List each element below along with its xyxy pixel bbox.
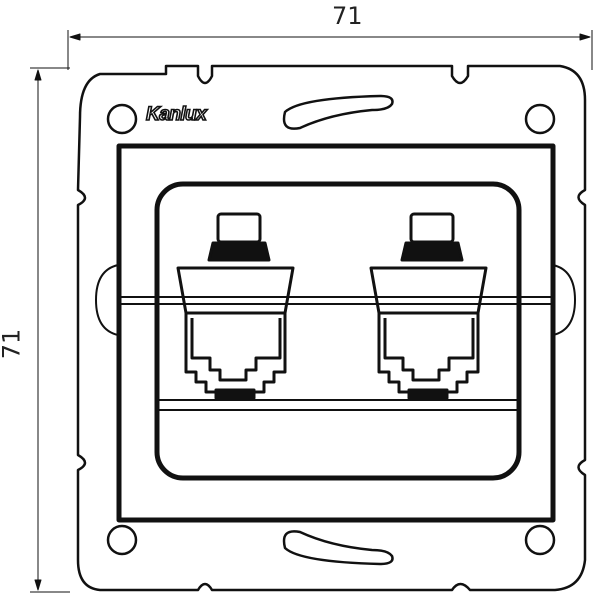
width-dimension-label: 71 — [332, 2, 363, 30]
top-slot — [282, 94, 394, 130]
left-clip — [95, 264, 119, 336]
mounting-plate — [76, 64, 587, 592]
rj45-jack-left — [176, 212, 295, 400]
screw-holes — [106, 103, 556, 556]
dimension-width — [67, 30, 593, 70]
height-dimension-label: 71 — [0, 328, 26, 360]
inner-cover — [154, 181, 522, 481]
outer-frame — [116, 143, 556, 523]
dimension-height — [30, 67, 70, 593]
right-clip — [552, 264, 576, 336]
rj45-jack-right — [369, 212, 488, 400]
bottom-slot — [282, 530, 394, 566]
brand-logo: Kanlux — [145, 103, 207, 126]
rails — [119, 296, 553, 411]
